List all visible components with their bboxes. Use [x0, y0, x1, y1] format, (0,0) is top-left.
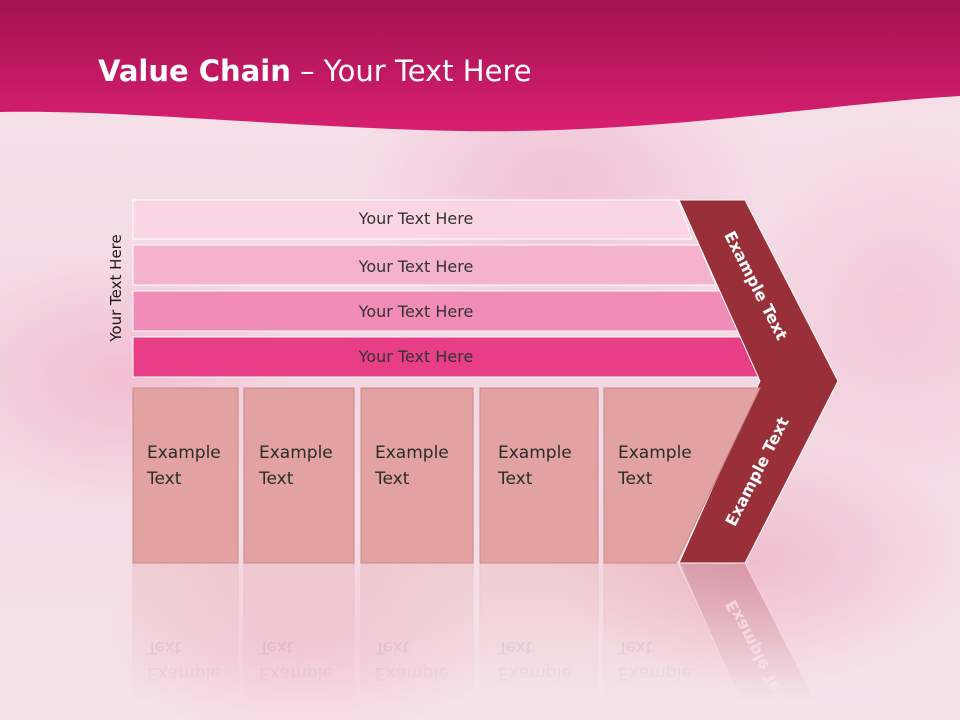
support-bar-4: Your Text Here — [132, 336, 764, 378]
reflection-block-line-1: Example — [147, 663, 221, 683]
support-bar-label: Your Text Here — [358, 209, 474, 228]
reflection-block-line-2: Text — [617, 637, 653, 657]
support-bar-shape — [132, 199, 693, 240]
primary-block-2: Example Text — [243, 387, 355, 564]
block-line-2: Text — [617, 469, 653, 489]
reflection-block-line-2: Text — [258, 637, 294, 657]
support-bar-label: Your Text Here — [358, 302, 474, 321]
slide-title: Value Chain – Your Text Here — [98, 54, 532, 88]
reflection-block-line-2: Text — [497, 637, 533, 657]
support-bar-1: Your Text Here — [132, 199, 693, 240]
reflection-block-line-2: Text — [146, 637, 182, 657]
block-line-1: Example — [147, 443, 221, 463]
primary-block-4: Example Text — [479, 387, 599, 564]
primary-block-shape — [603, 387, 761, 564]
support-bar-shape — [132, 244, 717, 286]
block-line-1: Example — [498, 443, 572, 463]
chevron-shape — [678, 199, 839, 564]
support-bar-3: Your Text Here — [132, 290, 740, 332]
title-rest: – Your Text Here — [290, 54, 532, 88]
primary-block-5: Example Text — [603, 387, 761, 564]
primary-block-shape — [243, 387, 355, 564]
block-line-1: Example — [618, 443, 692, 463]
primary-block-shape — [479, 387, 599, 564]
block-line-1: Example — [259, 443, 333, 463]
support-bar-label: Your Text Here — [358, 347, 474, 366]
title-bold: Value Chain — [98, 54, 291, 88]
block-line-2: Text — [497, 469, 533, 489]
block-line-1: Example — [375, 443, 449, 463]
reflection-block-line-1: Example — [498, 663, 572, 683]
margin-chevron: Example Text Example Text — [678, 199, 839, 564]
primary-block-3: Example Text — [360, 387, 474, 564]
header-band — [0, 0, 960, 132]
support-bar-label: Your Text Here — [358, 257, 474, 276]
block-line-2: Text — [374, 469, 410, 489]
primary-block-shape — [360, 387, 474, 564]
reflection-block-line-1: Example — [259, 663, 333, 683]
block-line-2: Text — [146, 469, 182, 489]
primary-block-shape — [132, 387, 239, 564]
primary-block-1: Example Text — [132, 387, 239, 564]
reflection-block-line-1: Example — [618, 663, 692, 683]
reflection-block-line-2: Text — [374, 637, 410, 657]
primary-row-reflection: Example Text Example Text Example Text E… — [132, 562, 826, 720]
reflection-block-line-1: Example — [375, 663, 449, 683]
block-line-2: Text — [258, 469, 294, 489]
support-bar-2: Your Text Here — [132, 244, 717, 286]
